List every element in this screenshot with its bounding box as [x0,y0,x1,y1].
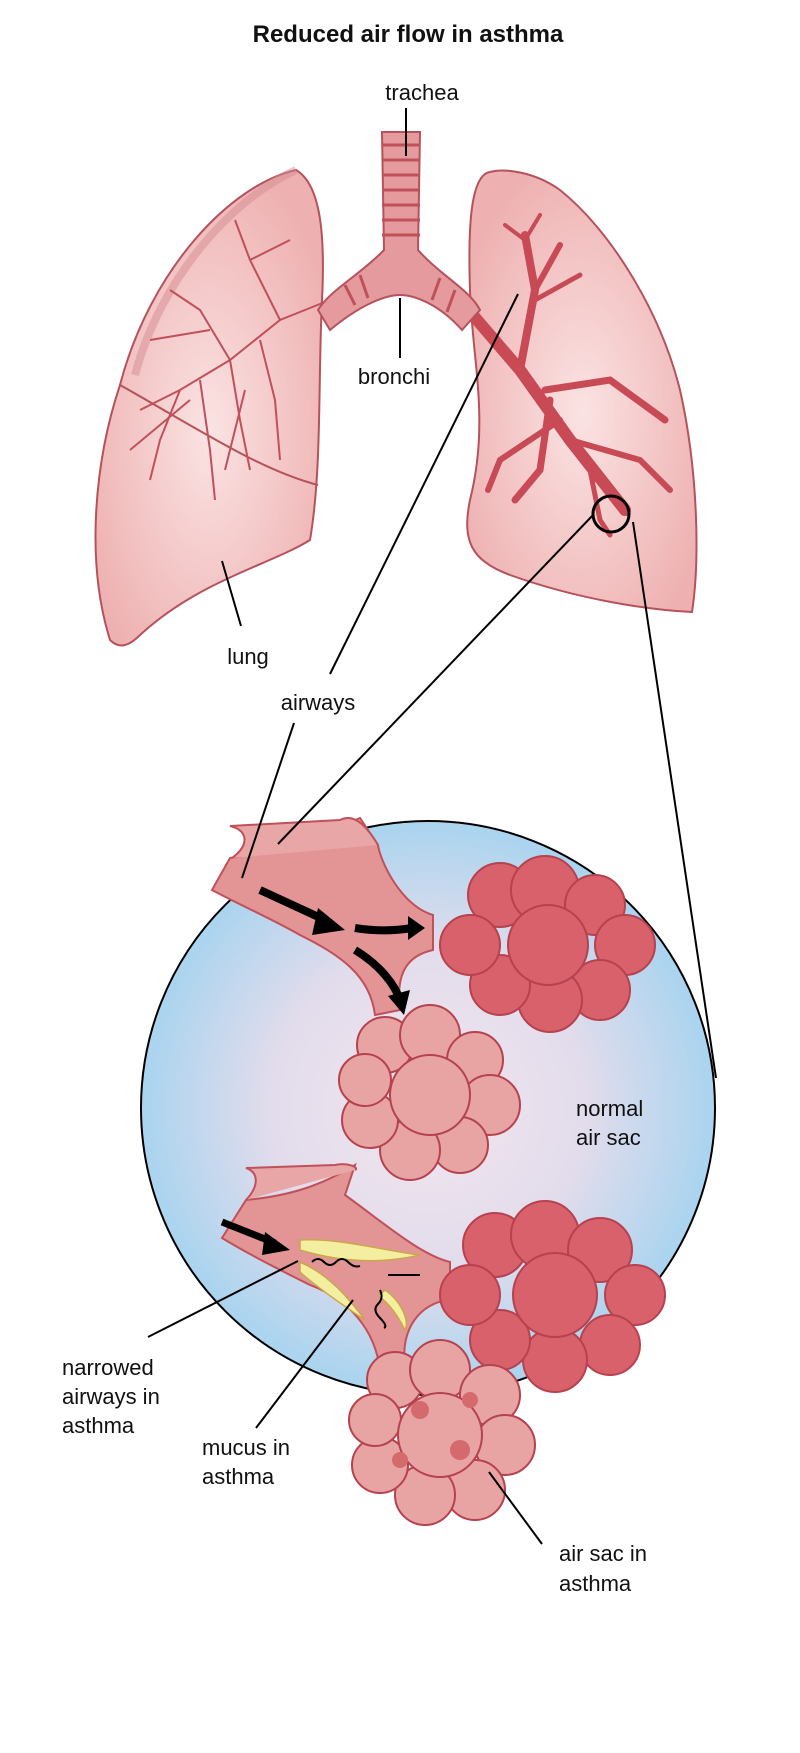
diagram-title: Reduced air flow in asthma [253,21,564,48]
leader-lines [147,108,717,1545]
right-lung [454,169,698,614]
left-lung [94,166,331,647]
bronchial-tree [454,213,673,538]
asthma-air-sac-dark [439,1200,666,1393]
label-trachea: trachea [385,80,459,105]
trachea [316,131,482,332]
normal-air-sac-dark [439,855,656,1033]
label-airways: airways [281,690,356,715]
label-lung: lung [227,644,269,669]
arrowheads-normal [312,908,425,1015]
mucus-upper [299,1239,421,1262]
normal-air-sac-pale [338,1004,521,1181]
asthma-air-sac-patches [392,1392,478,1468]
arrowhead-asthma [262,1232,290,1255]
label-bronchi: bronchi [358,364,430,389]
